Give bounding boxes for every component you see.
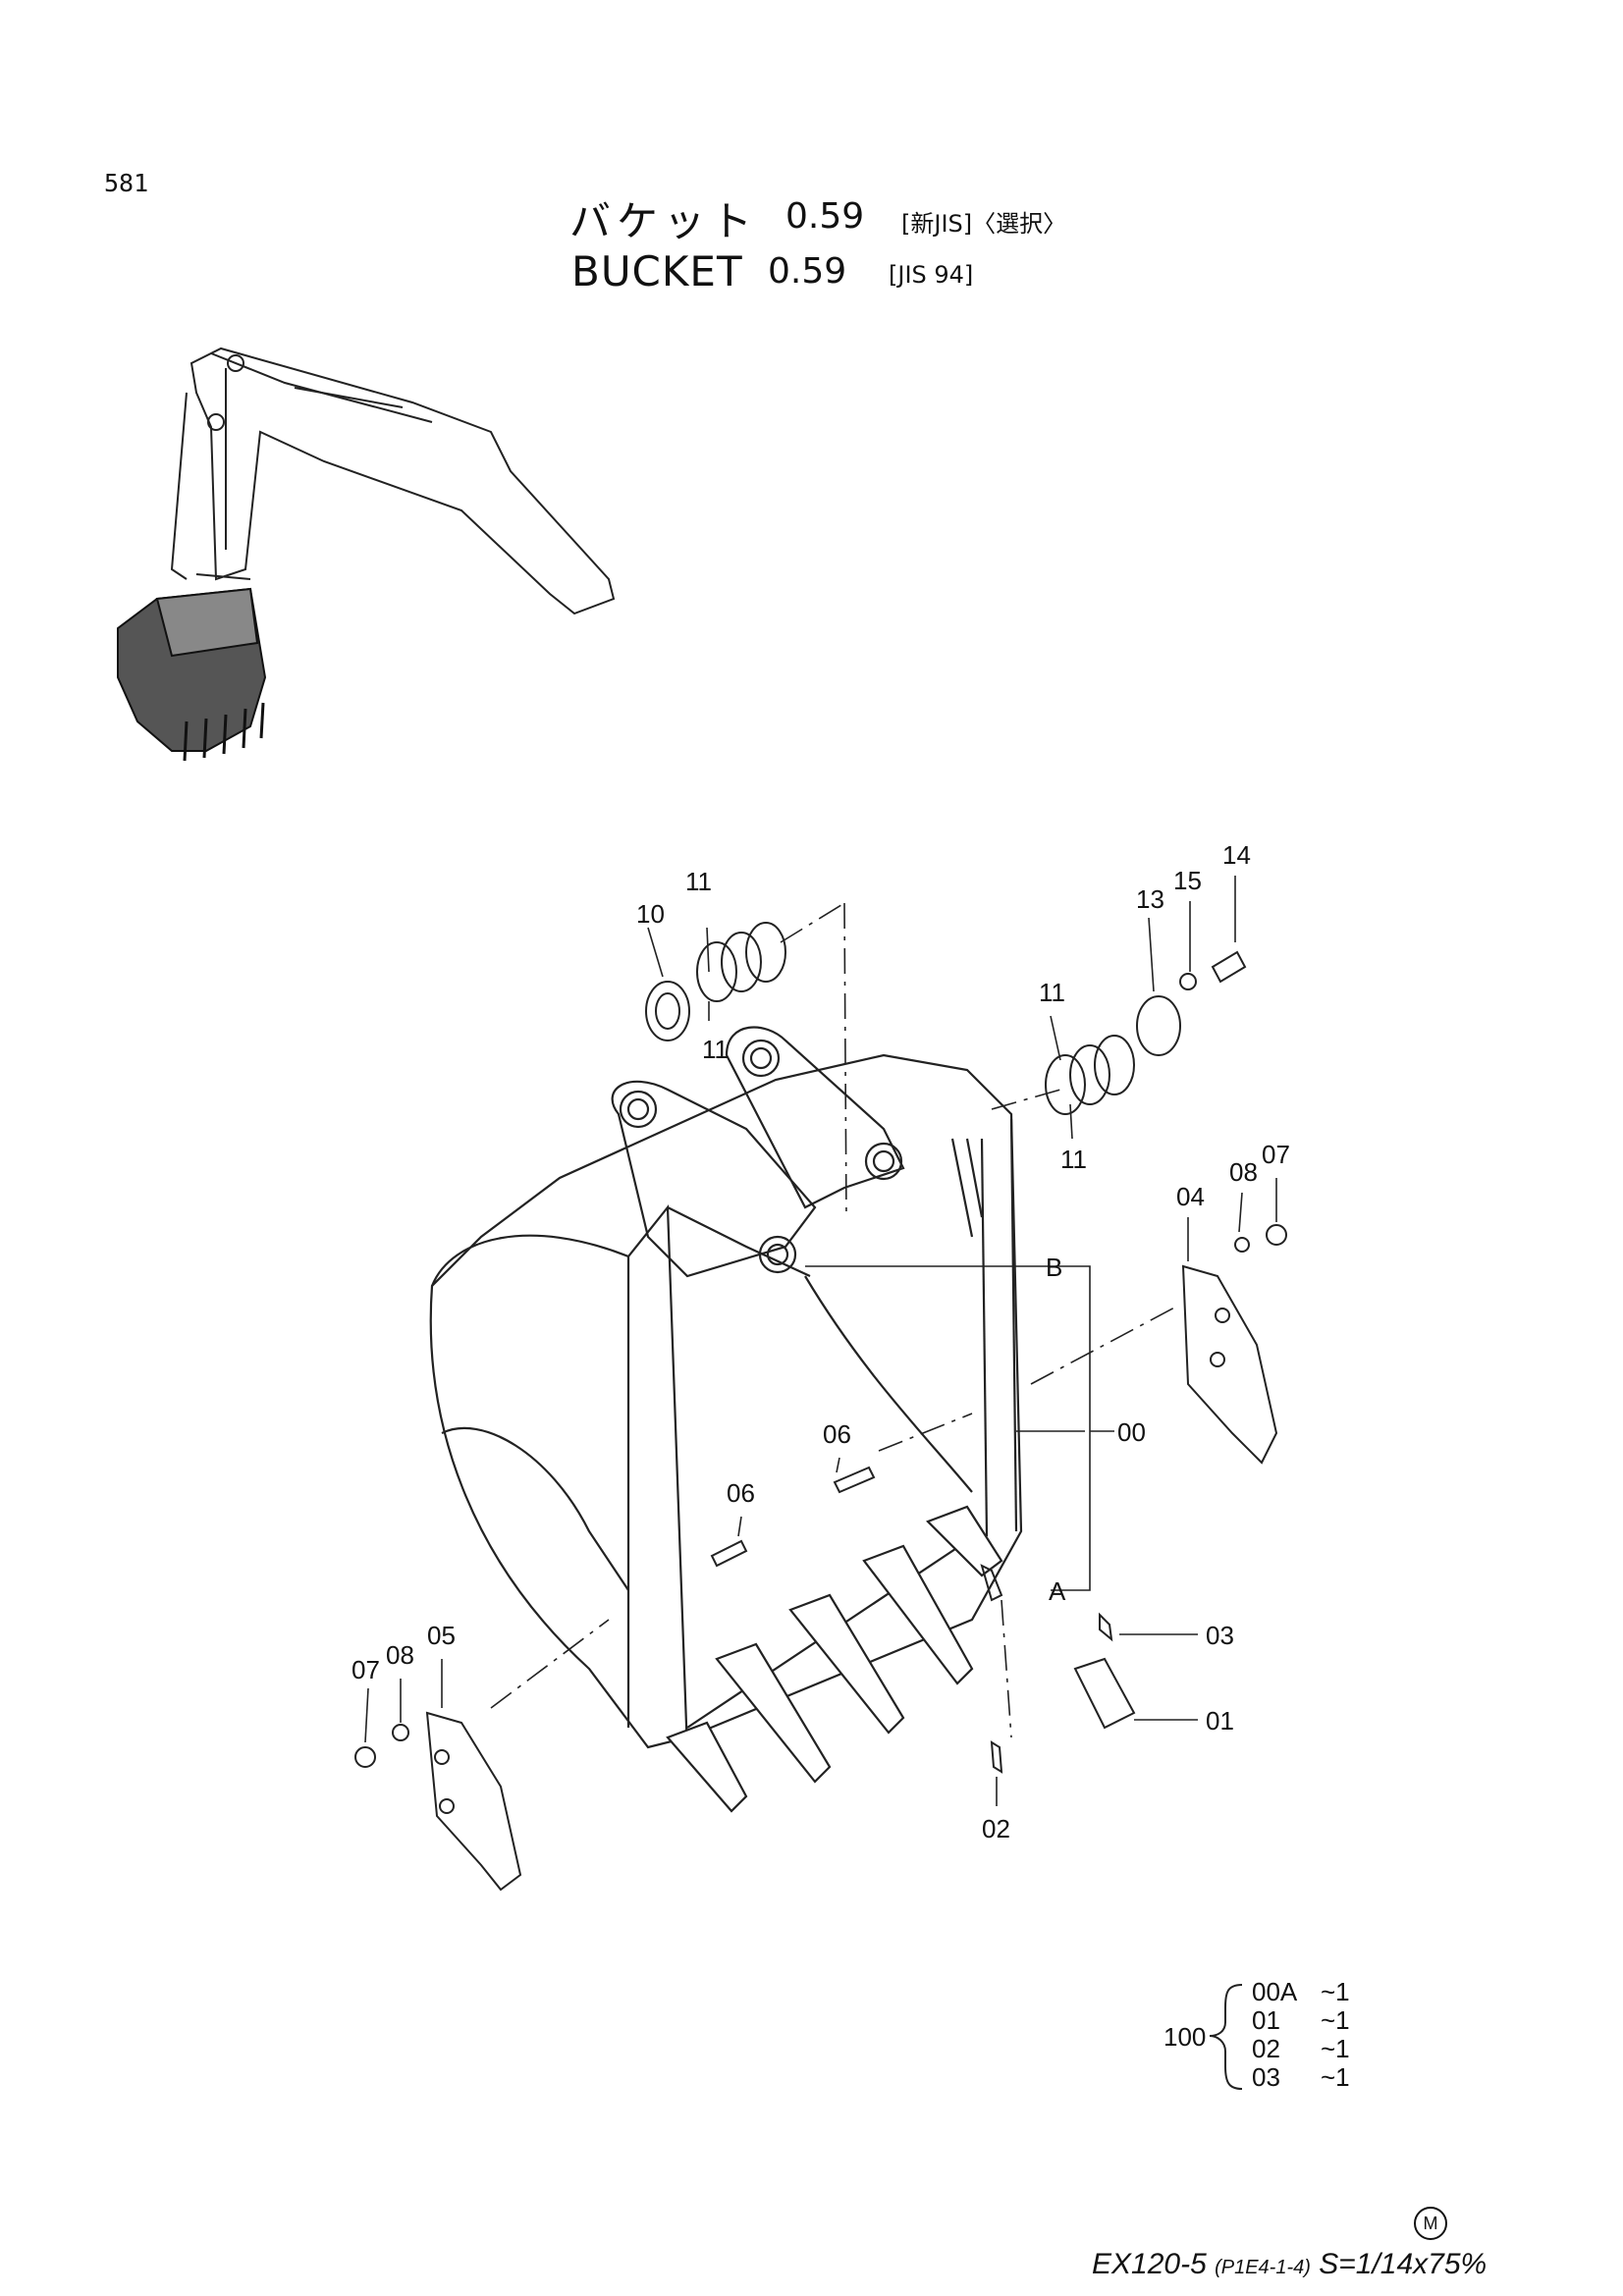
title-japanese-size: 0.59 [785, 196, 865, 237]
kit-item-qty: ~1 [1321, 2005, 1350, 2035]
callout-08-left: 08 [386, 1640, 414, 1670]
bucket-bracket [611, 1026, 984, 1278]
centerlines [490, 902, 1179, 1738]
callout-14: 14 [1222, 840, 1251, 870]
title-japanese: バケット [569, 197, 759, 245]
excavator-locator-illustration [170, 347, 616, 615]
footer-scale: S=1/14x75% [1319, 2248, 1488, 2280]
page-number: 581 [104, 169, 149, 197]
callout-02: 02 [982, 1814, 1010, 1843]
kit-number: 100 [1163, 2022, 1207, 2052]
callout-03: 03 [1206, 1621, 1234, 1650]
pin-shims-right [1045, 950, 1247, 1115]
m-mark-icon: M [1414, 2207, 1447, 2240]
callout-05: 05 [427, 1621, 456, 1650]
bolts [710, 1466, 1136, 1774]
callout-07-left: 07 [352, 1655, 380, 1684]
leader-lines [364, 876, 1277, 1806]
title-english: BUCKET [571, 247, 743, 295]
side-cutter-left [354, 1711, 522, 1892]
footer-code: (P1E4-1-4) [1215, 2257, 1311, 2278]
callout-11-lower-left: 11 [702, 1035, 729, 1064]
kit-item-qty: ~1 [1321, 1977, 1350, 2006]
footer-model: EX120-5 [1092, 2248, 1207, 2280]
callout-06-lower: 06 [727, 1478, 755, 1508]
side-cutter-right [1181, 1224, 1287, 1465]
callout-08-right: 08 [1229, 1157, 1258, 1187]
callout-11-right-bottom: 11 [1060, 1145, 1087, 1174]
kit-item-code: 00A [1252, 1977, 1298, 2006]
callout-04: 04 [1176, 1182, 1205, 1211]
locator-bucket-highlight [117, 587, 267, 762]
title-english-tag: [JIS 94] [889, 261, 974, 289]
callout-15: 15 [1173, 866, 1202, 895]
callout-11-right-top: 11 [1039, 978, 1065, 1007]
callout-07-right: 07 [1262, 1140, 1290, 1169]
kit-item-code: 02 [1252, 2034, 1280, 2063]
bucket-body [429, 1053, 1023, 1753]
kit-item-qty: ~1 [1321, 2034, 1350, 2063]
callout-00: 00 [1117, 1417, 1146, 1447]
kit-brace [1209, 1984, 1243, 2090]
callout-11-top: 11 [685, 867, 712, 896]
callout-10: 10 [636, 899, 665, 929]
pin-shims-left [645, 922, 786, 1041]
title-english-size: 0.59 [768, 251, 847, 292]
kit-item-code: 03 [1252, 2062, 1280, 2092]
callout-13: 13 [1136, 884, 1164, 914]
callout-B: B [1046, 1253, 1062, 1282]
footer-model-line: EX120-5 (P1E4-1-4) S=1/14x75% [1092, 2248, 1487, 2281]
callout-06-upper: 06 [823, 1419, 851, 1449]
bucket-teeth [666, 1505, 1003, 1813]
kit-item-qty: ~1 [1321, 2062, 1350, 2092]
title-japanese-tag: [新JIS]〈選択〉 [901, 210, 1067, 238]
callout-A: A [1049, 1576, 1066, 1606]
callout-01: 01 [1206, 1706, 1234, 1735]
kit-item-code: 01 [1252, 2005, 1280, 2035]
